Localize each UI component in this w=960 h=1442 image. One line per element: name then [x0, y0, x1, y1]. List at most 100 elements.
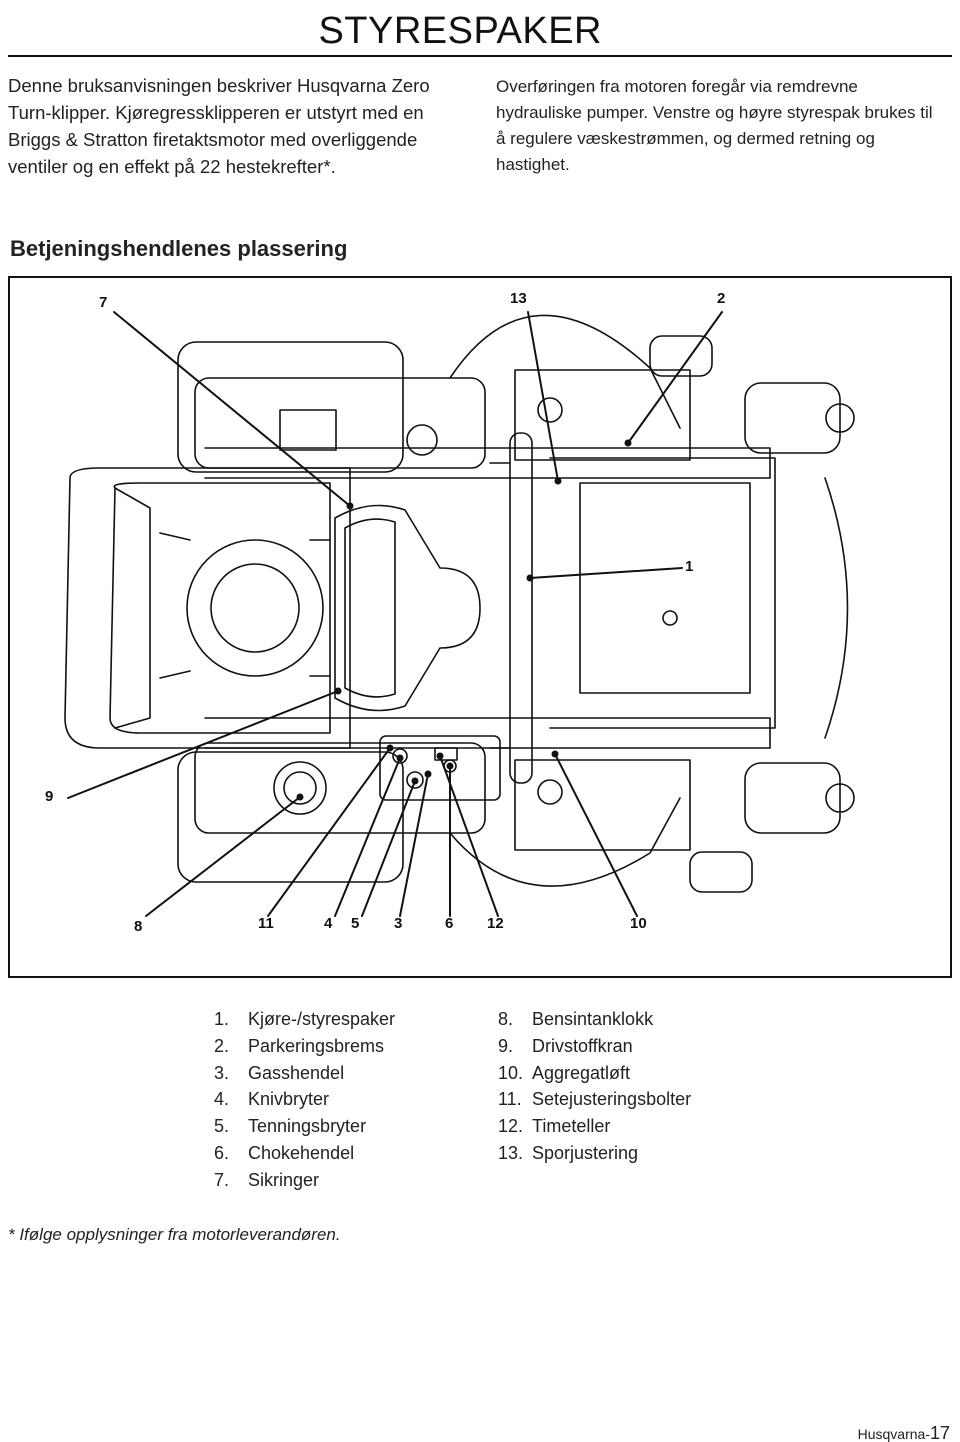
callout-4: 4: [324, 915, 333, 932]
cutter-deck-curve: [449, 314, 681, 887]
legend-item: 4. Knivbryter: [214, 1086, 395, 1113]
legend-num: 7.: [214, 1169, 230, 1190]
legend-num: 6.: [214, 1142, 230, 1163]
legend-num: 12.: [498, 1116, 524, 1137]
legend-label: Parkeringsbrems: [248, 1035, 385, 1056]
front-frame-nose: [824, 477, 849, 739]
leader-lines: [67, 311, 723, 917]
legend-item: 2. Parkeringsbrems: [214, 1033, 395, 1060]
caster-pivot-bottom: [825, 783, 855, 813]
callout-8: 8: [134, 918, 143, 935]
legend-item: 3. Gasshendel: [214, 1060, 395, 1087]
leader-7: [113, 311, 351, 507]
callout-12: 12: [487, 915, 504, 932]
leader-8: [145, 796, 301, 917]
fuel-tank-right: [194, 742, 486, 834]
leader-12: [439, 755, 499, 917]
leader-10: [554, 753, 638, 917]
legend-num: 4.: [214, 1089, 230, 1110]
leader-4: [334, 757, 401, 917]
legend-label: Setejusteringsbolter: [532, 1089, 692, 1110]
legend-num: 5.: [214, 1116, 230, 1137]
engine-fan-outer: [186, 539, 324, 677]
leader-1: [529, 567, 683, 579]
frame-rail-bottom: [204, 717, 771, 749]
fuel-tank-cap-inner: [283, 771, 317, 805]
legend-num: 10.: [498, 1062, 524, 1083]
intro-paragraph-right: Overføringen fra motoren foregår via rem…: [496, 77, 933, 174]
callout-5: 5: [351, 915, 360, 932]
legend-num: 3.: [214, 1062, 230, 1083]
legend-num: 9.: [498, 1035, 514, 1056]
legend-item: 8.Bensintanklokk: [498, 1006, 691, 1033]
steering-lever-links: [489, 462, 511, 749]
legend-num: 8.: [498, 1009, 514, 1029]
rear-wheel-left: [177, 341, 404, 473]
legend-label: Aggregatløft: [532, 1062, 631, 1083]
front-frame: [549, 457, 776, 729]
legend-item: 11. Setejusteringsbolter: [498, 1086, 691, 1113]
callout-9: 9: [45, 788, 54, 805]
leader-9: [67, 690, 339, 799]
front-bumper-top: [649, 335, 713, 377]
legend-num: 2.: [214, 1035, 230, 1056]
engine-shroud: [109, 482, 331, 734]
legend-list-left: 1.Kjøre-/styrespaker 2. Parkeringsbrems 3…: [214, 1006, 395, 1194]
hour-meter-display: [434, 747, 458, 761]
legend-num: 11.: [498, 1089, 522, 1110]
caster-wheel-bottom: [744, 762, 841, 834]
caster-wheel-top: [744, 382, 841, 454]
front-bumper-bottom: [689, 851, 753, 893]
fuel-tank-left: [194, 377, 486, 469]
control-panel: [379, 735, 501, 801]
ignition-switch-knob: [406, 771, 424, 789]
mower-top-view-drawing: [64, 311, 855, 917]
leader-3: [399, 773, 429, 917]
leader-13: [527, 311, 559, 482]
fuse-box: [279, 409, 337, 451]
seat-back: [344, 518, 396, 698]
fuel-valve-left: [406, 424, 438, 456]
blade-switch-knob: [392, 748, 408, 764]
legend-label: Knivbryter: [248, 1089, 330, 1110]
leader-dots: [296, 439, 632, 801]
legend-label: Chokehendel: [248, 1142, 355, 1163]
leader-5: [361, 780, 416, 917]
callout-1: 1: [685, 558, 694, 575]
controls-diagram: 7 13 2 1 9 8 11 4 5 3 6 12 10: [8, 276, 952, 978]
legend-item: 5. Tenningsbryter: [214, 1113, 395, 1140]
legend-item: 1.Kjøre-/styrespaker: [214, 1006, 395, 1033]
legend-label: Sikringer: [248, 1169, 320, 1190]
callout-7: 7: [99, 294, 108, 311]
deck-spindle-bottom: [537, 779, 563, 805]
frame-hole: [662, 610, 678, 626]
callout-3: 3: [394, 915, 403, 932]
frame-rail-top: [204, 447, 771, 479]
footnote: * Ifølge opplysninger fra motorleverandø…: [8, 1225, 341, 1244]
deck-housing-bottom: [514, 759, 691, 851]
legend-item: 13.Sporjustering: [498, 1140, 691, 1167]
legend-label: Timeteller: [532, 1116, 611, 1137]
engine-deck-outline: [64, 467, 351, 749]
seat-cushion: [334, 504, 481, 712]
leader-2: [627, 311, 723, 444]
callout-13: 13: [510, 290, 527, 307]
page-number: Husqvarna-17: [858, 1423, 950, 1442]
legend-item: 7. Sikringer: [214, 1167, 395, 1194]
callout-10: 10: [630, 915, 647, 932]
legend-num: 1.: [214, 1009, 230, 1029]
foot-plate: [579, 482, 751, 694]
legend-label: Tenningsbryter: [248, 1116, 367, 1137]
rear-wheel-right: [177, 751, 404, 883]
leader-11: [267, 747, 391, 917]
legend-label: Gasshendel: [248, 1062, 345, 1083]
page-number-value: 17: [929, 1423, 950, 1442]
intro-paragraph-left: Denne bruksanvisningen beskriver Husqvar…: [8, 75, 430, 177]
legend-num: 13.: [498, 1142, 524, 1163]
callout-2: 2: [717, 290, 726, 307]
deck-housing-top: [514, 369, 691, 461]
legend-item: 9.Drivstoffkran: [498, 1033, 691, 1060]
legend-list-right: 8.Bensintanklokk 9.Drivstoffkran 10. Aggr…: [498, 1006, 691, 1167]
callout-6: 6: [445, 915, 454, 932]
fuel-tank-cap: [273, 761, 327, 815]
